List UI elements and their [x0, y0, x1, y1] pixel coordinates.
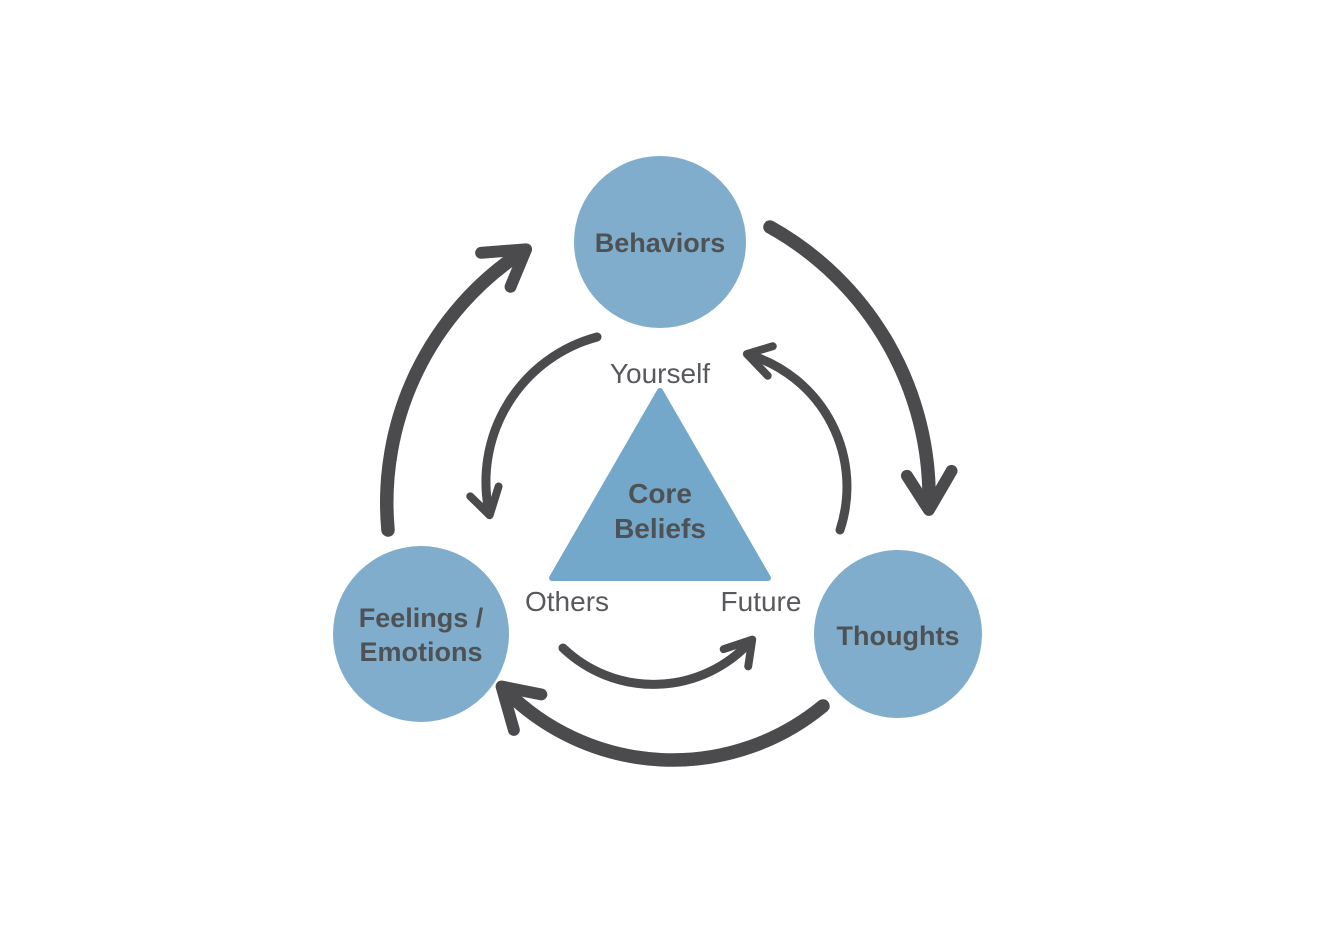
- core-beliefs-label-line2: Beliefs: [614, 513, 706, 544]
- feelings-label-line2: Emotions: [359, 637, 482, 667]
- corner-label-others: Others: [525, 586, 609, 617]
- corner-label-yourself: Yourself: [610, 358, 710, 389]
- inner-arrow-feelings-to-thoughts: [558, 635, 757, 689]
- core-beliefs-triangle: [549, 388, 771, 581]
- outer-arrow-thoughts-to-feelings: [495, 680, 830, 767]
- node-feelings-emotions: Feelings / Emotions: [333, 546, 509, 722]
- corner-label-future: Future: [721, 586, 802, 617]
- feelings-emotions-circle: [333, 546, 509, 722]
- core-beliefs-label-line1: Core: [628, 478, 692, 509]
- node-behaviors: Behaviors: [574, 156, 746, 328]
- inner-arrow-thoughts-to-behaviors: [742, 342, 852, 535]
- feelings-label-line1: Feelings /: [359, 603, 484, 633]
- outer-arrow-behaviors-to-thoughts: [763, 220, 958, 516]
- thoughts-label: Thoughts: [837, 621, 960, 651]
- thoughts-circle: [814, 550, 982, 718]
- outer-arrow-feelings-to-behaviors: [380, 243, 533, 537]
- behaviors-circle: [574, 156, 746, 328]
- behaviors-label: Behaviors: [595, 228, 726, 258]
- node-thoughts: Thoughts: [814, 550, 982, 718]
- inner-arrow-behaviors-to-feelings: [466, 332, 602, 520]
